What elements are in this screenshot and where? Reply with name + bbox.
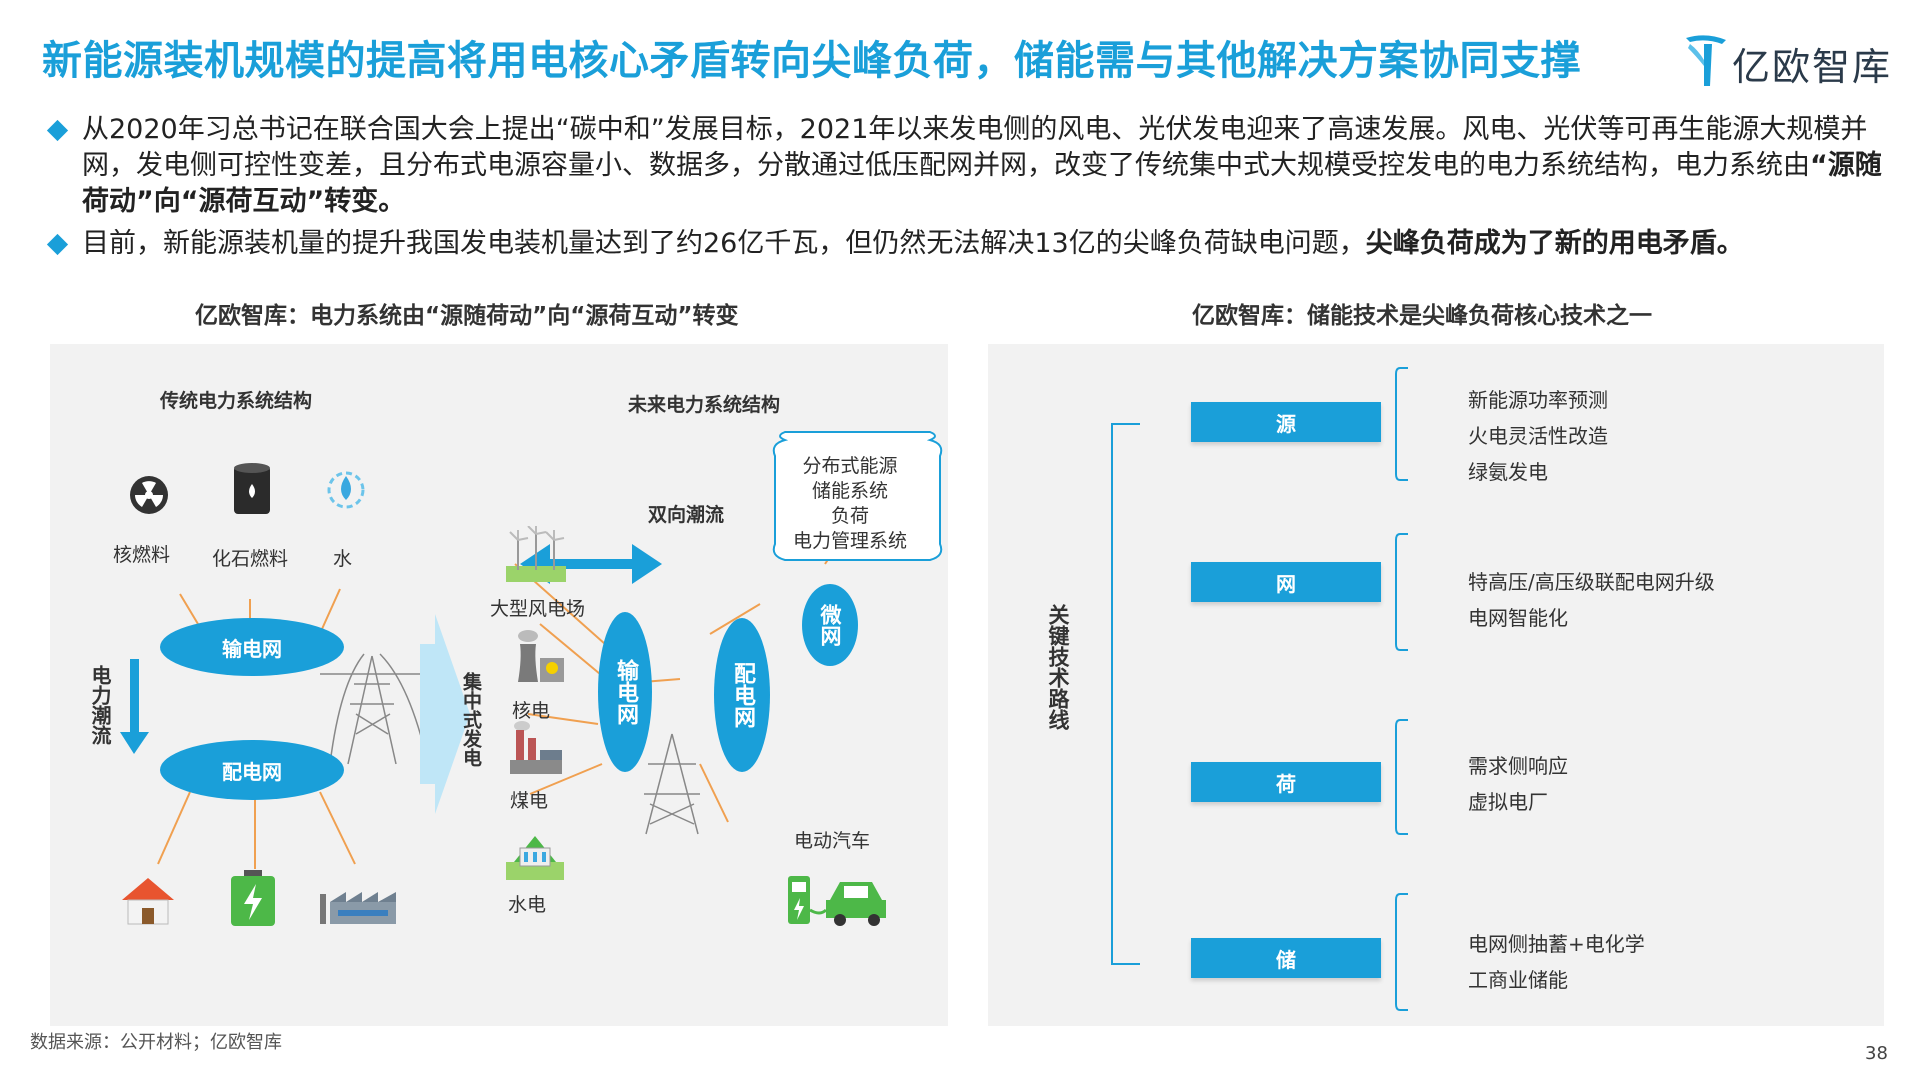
ev-charging-icon: [788, 876, 886, 926]
factory-icon: [320, 892, 396, 924]
future-transmission-ellipse: 输电网: [598, 612, 652, 772]
traditional-title: 传统电力系统结构: [160, 390, 313, 412]
tree-item: 需求侧响应: [1468, 754, 1568, 778]
right-chart-title: 亿欧智库：储能技术是尖峰负荷核心技术之一: [1192, 303, 1652, 329]
bullet-text: 从2020年习总书记在联合国大会上提出“碳中和”发展目标，2021年以来发电侧的…: [82, 114, 1868, 181]
source-label: 煤电: [510, 790, 549, 812]
bidirectional-flow-label: 双向潮流: [648, 504, 725, 526]
left-chart-title: 亿欧智库：电力系统由“源随荷动”向“源荷互动”转变: [195, 303, 739, 329]
bullet-bold-text: 尖峰负荷成为了新的用电矛盾。: [1365, 228, 1744, 259]
bullet-bold-text: “源随荷动”向“源荷互动”转变。: [82, 150, 1882, 217]
cloud-item: 负荷: [830, 505, 869, 527]
group-box-storage: 储: [1191, 938, 1381, 978]
transmission-tower-icon: [644, 733, 700, 835]
group-box-load: 荷: [1191, 762, 1381, 802]
power-flow-label: 电力潮流: [88, 665, 112, 745]
microgrid-ellipse: 微网: [802, 584, 858, 666]
coal-plant-icon: [510, 721, 562, 774]
oil-barrel-icon: [234, 463, 270, 514]
page-title: 新能源装机规模的提高将用电核心矛盾转向尖峰负荷，储能需与其他解决方案协同支撑: [42, 38, 1581, 84]
ev-label: 电动汽车: [794, 830, 871, 852]
tree-root-label: 关键技术路线: [1046, 604, 1070, 730]
right-tree-lines: [1111, 367, 1408, 1011]
cloud-item: 分布式能源: [802, 455, 898, 477]
transmission-grid-ellipse: 输电网: [160, 618, 344, 676]
right-diagram-panel: [988, 344, 1884, 1026]
yiou-logo-icon: [1686, 35, 1726, 86]
group-box-grid: 网: [1191, 562, 1381, 602]
distributed-cloud-shape: [772, 431, 943, 561]
transmission-tower-icon: [320, 653, 429, 765]
future-distribution-ellipse: 配电网: [714, 618, 770, 772]
tree-item: 绿氨发电: [1468, 460, 1548, 484]
bullet-text: 目前，新能源装机量的提升我国发电装机量达到了约26亿千瓦，但仍然无法解决13亿的…: [82, 228, 1366, 259]
hydro-plant-icon: [506, 836, 564, 880]
cloud-item: 储能系统: [811, 480, 888, 502]
tree-item: 特高压/高压级联配电网升级: [1468, 570, 1715, 594]
bullet-item: 目前，新能源装机量的提升我国发电装机量达到了约26亿千瓦，但仍然无法解决13亿的…: [46, 226, 1888, 262]
tree-item: 工商业储能: [1468, 968, 1568, 992]
tree-item: 电网侧抽蓄+电化学: [1468, 932, 1645, 956]
bullet-list: 从2020年习总书记在联合国大会上提出“碳中和”发展目标，2021年以来发电侧的…: [46, 112, 1888, 268]
cloud-item: 电力管理系统: [792, 530, 907, 552]
source-label: 大型风电场: [490, 598, 586, 620]
source-label: 水: [333, 548, 353, 570]
wind-farm-icon: [506, 526, 566, 582]
source-label: 水电: [508, 894, 547, 916]
group-box-source: 源: [1191, 402, 1381, 442]
bullet-item: 从2020年习总书记在联合国大会上提出“碳中和”发展目标，2021年以来发电侧的…: [46, 112, 1888, 220]
tree-item: 火电灵活性改造: [1468, 424, 1608, 448]
water-icon: [327, 471, 365, 509]
future-title: 未来电力系统结构: [628, 394, 781, 416]
page-number: 38: [1865, 1043, 1888, 1064]
source-label: 核电: [512, 700, 551, 722]
nuclear-icon: [130, 476, 168, 514]
battery-icon: [231, 870, 275, 926]
tree-item: 新能源功率预测: [1468, 388, 1608, 412]
source-footnote: 数据来源：公开材料；亿欧智库: [30, 1032, 282, 1053]
brand-logo: 亿欧智库: [1682, 28, 1902, 90]
nuclear-plant-icon: [518, 630, 564, 682]
house-icon: [122, 878, 174, 925]
tree-item: 电网智能化: [1468, 606, 1568, 630]
distributed-resources-box: 分布式能源 储能系统 负荷 电力管理系统: [780, 454, 920, 554]
distribution-grid-ellipse: 配电网: [160, 740, 344, 800]
centralized-generation-label: 集中式发电: [460, 672, 482, 767]
source-label: 核燃料: [113, 544, 171, 566]
diamond-bullet-icon: [46, 119, 69, 142]
source-label: 化石燃料: [212, 548, 289, 570]
tree-item: 虚拟电厂: [1468, 790, 1548, 814]
logo-text: 亿欧智库: [1732, 45, 1893, 89]
diamond-bullet-icon: [46, 233, 69, 256]
